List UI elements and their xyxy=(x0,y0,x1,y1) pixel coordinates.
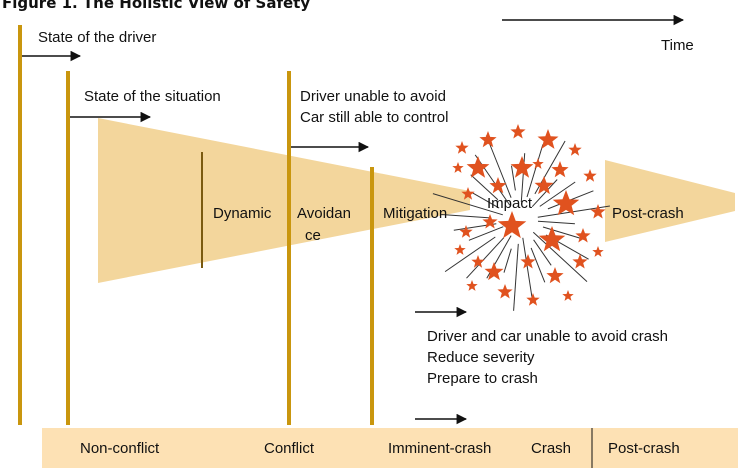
impact-streak xyxy=(444,236,496,273)
impact-streak xyxy=(474,154,511,206)
impact-streak xyxy=(542,226,585,240)
impact-streak xyxy=(466,237,505,279)
phase-crash: Crash xyxy=(531,440,571,457)
wedge-label-post-crash: Post-crash xyxy=(612,205,684,222)
impact-streak xyxy=(511,165,516,191)
impact-streak xyxy=(520,153,526,203)
impact-streak xyxy=(532,231,588,282)
impact-star xyxy=(538,226,566,252)
impact-streak xyxy=(526,144,544,198)
phase-band xyxy=(42,428,738,468)
impact-star xyxy=(471,255,485,268)
impact-star xyxy=(572,254,588,269)
impact-streak xyxy=(485,135,512,198)
situation-state-label: State of the situation xyxy=(84,88,221,105)
impact-star xyxy=(479,131,497,148)
impact-star xyxy=(510,124,526,139)
impact-star xyxy=(466,280,478,291)
crash-note-line-3: Prepare to crash xyxy=(427,370,538,387)
figure-title: Figure 1. The Holistic View of Safety xyxy=(2,0,310,12)
conflict-bar xyxy=(287,71,291,425)
impact-star xyxy=(526,293,540,306)
wedge-label-avoidance-1: Avoidan xyxy=(297,205,351,222)
conflict-note-line-1: Driver unable to avoid xyxy=(300,88,446,105)
impact-streak xyxy=(539,181,576,207)
impact-streak xyxy=(468,226,504,241)
crash-note-line-1: Driver and car unable to avoid crash xyxy=(427,328,668,345)
impact-star xyxy=(534,176,554,195)
driver-state-bar xyxy=(18,25,22,425)
impact-streak xyxy=(533,239,552,266)
impact-streak xyxy=(530,247,546,283)
impact-streak xyxy=(470,174,499,201)
wedge-shape xyxy=(98,118,470,283)
impact-star xyxy=(532,158,544,169)
wedge-label-dynamic: Dynamic xyxy=(213,205,272,222)
impact-star xyxy=(546,267,564,284)
impact-star xyxy=(537,129,559,149)
impact-streak xyxy=(531,179,558,208)
impact-star xyxy=(497,284,513,299)
phase-post-crash: Post-crash xyxy=(608,440,680,457)
impact-star xyxy=(454,244,466,255)
time-label: Time xyxy=(661,37,694,54)
impact-star xyxy=(552,190,580,216)
impact-streak xyxy=(471,192,500,209)
wedge-label-impact: Impact xyxy=(487,195,533,212)
impact-star xyxy=(575,228,591,243)
post-crash-wedge xyxy=(605,160,735,242)
impact-star xyxy=(489,177,507,194)
impact-streak xyxy=(522,237,533,299)
impact-star xyxy=(590,204,606,219)
impact-streak xyxy=(513,243,519,311)
impact-streak xyxy=(537,220,575,225)
impact-star xyxy=(562,290,574,301)
situation-state-bar xyxy=(66,71,70,425)
impact-star xyxy=(459,225,473,238)
impact-streak xyxy=(503,248,512,273)
crash-note-line-2: Reduce severity xyxy=(427,349,535,366)
impact-star xyxy=(510,156,534,178)
wedge-label-avoidance-2: ce xyxy=(305,227,321,244)
impact-burst xyxy=(432,124,610,311)
phase-conflict: Conflict xyxy=(264,440,315,457)
impact-star xyxy=(466,156,490,178)
impact-star xyxy=(551,161,569,178)
phase-imminent-crash: Imminent-crash xyxy=(388,440,491,457)
impact-star xyxy=(497,211,527,239)
impact-star xyxy=(461,187,475,200)
conflict-note-line-2: Car still able to control xyxy=(300,109,448,126)
impact-star xyxy=(583,169,597,182)
impact-star xyxy=(452,162,464,173)
impact-star xyxy=(592,246,604,257)
phase-non-conflict: Non-conflict xyxy=(80,440,160,457)
impact-streak xyxy=(432,193,503,216)
impact-star xyxy=(520,254,536,269)
impact-streak xyxy=(441,214,491,219)
impact-star xyxy=(568,143,582,156)
imminent-crash-bar xyxy=(370,167,374,425)
impact-star xyxy=(482,214,498,229)
impact-star xyxy=(455,141,469,154)
driver-state-label: State of the driver xyxy=(38,29,156,46)
wedge-label-mitigation: Mitigation xyxy=(383,205,447,222)
impact-star xyxy=(484,262,504,281)
